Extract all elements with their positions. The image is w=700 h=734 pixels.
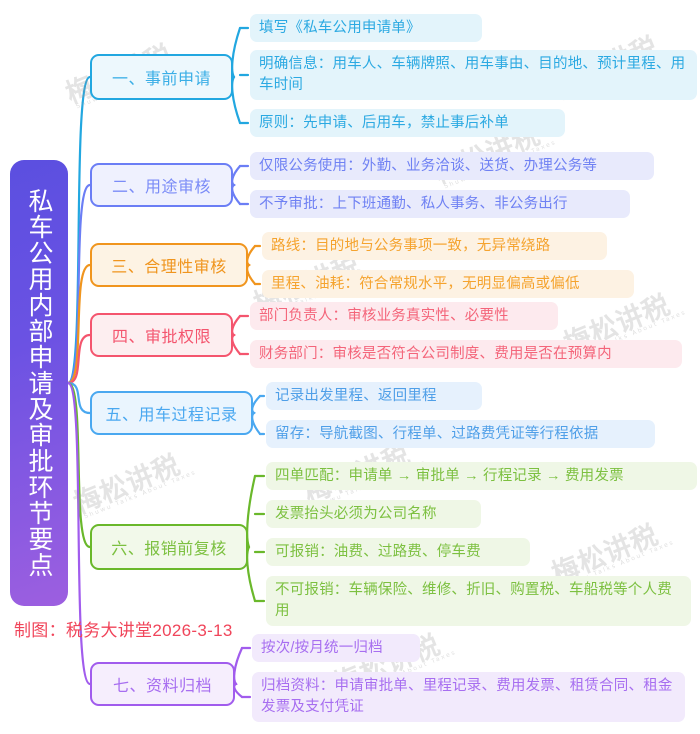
leaf-node[interactable]: 归档资料：申请审批单、里程记录、费用发票、租赁合同、租金发票及支付凭证 — [252, 672, 685, 722]
leaf-node[interactable]: 财务部门：审核是否符合公司制度、费用是否在预算内 — [250, 340, 682, 368]
connector — [231, 26, 242, 125]
connector — [246, 244, 257, 286]
connector — [246, 474, 257, 603]
leaf-node[interactable]: 四单匹配：申请单 → 审批单 → 行程记录 → 费用发票 — [266, 462, 697, 490]
leaf-node[interactable]: 里程、油耗：符合常规水平，无明显偏高或偏低 — [262, 270, 634, 298]
leaf-node-label: 部门负责人：审核业务真实性、必要性 — [259, 307, 509, 324]
branch-node-5[interactable]: 五、用车过程记录 — [90, 391, 253, 435]
leaf-node[interactable]: 不予审批：上下班通勤、私人事务、非公务出行 — [250, 190, 630, 218]
connector — [66, 381, 92, 686]
leaf-node[interactable]: 仅限公务使用：外勤、业务洽谈、送货、办理公务等 — [250, 152, 654, 180]
branch-node-label: 六、报销前复核 — [111, 541, 227, 558]
connector — [66, 381, 92, 549]
branch-node-label: 三、合理性审核 — [111, 259, 227, 276]
connector — [231, 164, 242, 206]
connector — [66, 263, 92, 385]
connector — [66, 381, 92, 415]
leaf-node[interactable]: 记录出发里程、返回里程 — [266, 382, 482, 410]
leaf-node-label: 留存：导航截图、行程单、过路费凭证等行程依据 — [275, 425, 599, 442]
leaf-node-label: 仅限公务使用：外勤、业务洽谈、送货、办理公务等 — [259, 157, 598, 174]
branch-node-label: 七、资料归档 — [112, 678, 212, 695]
credit-label: 制图：税务大讲堂2026-3-13 — [14, 621, 233, 640]
leaf-node-label: 不可报销：车辆保险、维修、折旧、购置税、车船税等个人费用 — [275, 582, 672, 619]
leaf-node-label: 归档资料：申请审批单、里程记录、费用发票、租赁合同、租金发票及支付凭证 — [261, 678, 673, 715]
leaf-node-label: 路线：目的地与公务事项一致，无异常绕路 — [271, 237, 551, 254]
branch-node-7[interactable]: 七、资料归档 — [90, 662, 235, 706]
branch-node-1[interactable]: 一、事前申请 — [90, 54, 233, 100]
leaf-node[interactable]: 不可报销：车辆保险、维修、折旧、购置税、车船税等个人费用 — [266, 576, 691, 626]
branch-node-6[interactable]: 六、报销前复核 — [90, 524, 248, 570]
connector — [231, 314, 242, 356]
leaf-node[interactable]: 路线：目的地与公务事项一致，无异常绕路 — [262, 232, 607, 260]
leaf-node-label: 可报销：油费、过路费、停车费 — [275, 543, 481, 560]
branch-node-3[interactable]: 三、合理性审核 — [90, 243, 248, 287]
connector — [233, 646, 244, 699]
connector — [66, 75, 92, 385]
leaf-node[interactable]: 按次/按月统一归档 — [252, 634, 420, 662]
connector — [66, 183, 92, 385]
leaf-node[interactable]: 发票抬头必须为公司名称 — [266, 500, 481, 528]
branch-node-label: 二、用途审核 — [111, 179, 211, 196]
leaf-node-label: 发票抬头必须为公司名称 — [275, 505, 437, 522]
leaf-node-label: 四单匹配：申请单 → 审批单 → 行程记录 → 费用发票 — [275, 467, 624, 484]
leaf-node[interactable]: 留存：导航截图、行程单、过路费凭证等行程依据 — [266, 420, 655, 448]
connector — [251, 394, 262, 436]
leaf-node-label: 明确信息：用车人、车辆牌照、用车事由、目的地、预计里程、用车时间 — [259, 56, 686, 93]
leaf-node-label: 财务部门：审核是否符合公司制度、费用是否在预算内 — [259, 345, 612, 362]
branch-node-2[interactable]: 二、用途审核 — [90, 163, 233, 207]
leaf-node[interactable]: 明确信息：用车人、车辆牌照、用车事由、目的地、预计里程、用车时间 — [250, 50, 697, 100]
leaf-node-label: 里程、油耗：符合常规水平，无明显偏高或偏低 — [271, 275, 580, 292]
leaf-node[interactable]: 可报销：油费、过路费、停车费 — [266, 538, 530, 566]
connector — [66, 333, 92, 385]
leaf-node-label: 按次/按月统一归档 — [261, 639, 383, 656]
leaf-node-label: 不予审批：上下班通勤、私人事务、非公务出行 — [259, 195, 568, 212]
branch-node-label: 四、审批权限 — [111, 329, 211, 346]
leaf-node[interactable]: 原则：先申请、后用车，禁止事后补单 — [250, 109, 565, 137]
leaf-node[interactable]: 填写《私车公用申请单》 — [250, 14, 482, 42]
root-node-label: 私车公用内部申请及审批环节要点 — [25, 188, 53, 578]
branch-node-label: 五、用车过程记录 — [105, 407, 238, 424]
leaf-node-label: 记录出发里程、返回里程 — [275, 387, 437, 404]
leaf-node[interactable]: 部门负责人：审核业务真实性、必要性 — [250, 302, 558, 330]
leaf-node-label: 原则：先申请、后用车，禁止事后补单 — [259, 114, 509, 131]
root-node[interactable]: 私车公用内部申请及审批环节要点 — [10, 160, 68, 606]
leaf-node-label: 填写《私车公用申请单》 — [259, 19, 421, 36]
branch-node-label: 一、事前申请 — [111, 71, 211, 88]
branch-node-4[interactable]: 四、审批权限 — [90, 313, 233, 357]
